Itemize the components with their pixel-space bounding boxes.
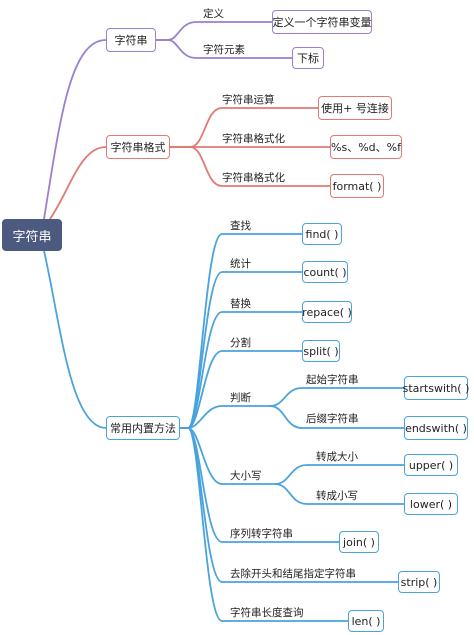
leaf-node[interactable]: lower( ) bbox=[404, 493, 458, 515]
edge-label: 字符串长度查询 bbox=[230, 607, 304, 619]
edge-label: 统计 bbox=[230, 258, 251, 270]
edge-label: 分割 bbox=[230, 337, 251, 349]
link-root-b1 bbox=[43, 39, 107, 220]
edge-label: 序列转字符串 bbox=[230, 528, 293, 540]
edge-label: 转成小写 bbox=[316, 490, 358, 502]
leaf-node[interactable]: 使用+ 号连接 bbox=[318, 96, 392, 120]
leaf-node[interactable]: find( ) bbox=[302, 223, 342, 245]
edge-label: 字符串格式化 bbox=[222, 172, 285, 184]
leaf-node[interactable]: 下标 bbox=[292, 47, 324, 69]
root-node[interactable]: 字符串 bbox=[2, 219, 62, 251]
edge-label: 替换 bbox=[230, 298, 251, 310]
leaf-node[interactable]: upper( ) bbox=[404, 454, 458, 476]
leaf-node[interactable]: len( ) bbox=[348, 610, 384, 632]
edge-label: 大小写 bbox=[230, 470, 262, 482]
leaf-node[interactable]: count( ) bbox=[302, 261, 348, 283]
edge-label: 后缀字符串 bbox=[306, 413, 359, 425]
leaf-node[interactable]: %s、%d、%f bbox=[330, 135, 402, 159]
edge-label: 转成大小 bbox=[316, 451, 358, 463]
leaf-node[interactable]: endswith( ) bbox=[404, 416, 468, 440]
leaf-node[interactable]: 定义一个字符串变量 bbox=[272, 10, 372, 34]
edge-label: 定义 bbox=[203, 8, 224, 20]
leaf-node[interactable]: startswith( ) bbox=[403, 376, 469, 400]
leaf-node[interactable]: repace( ) bbox=[302, 301, 352, 323]
edge-label: 判断 bbox=[230, 392, 251, 404]
edge-label: 字符串格式化 bbox=[222, 133, 285, 145]
link-root-b2 bbox=[49, 146, 107, 220]
edge-label: 字符串运算 bbox=[222, 94, 275, 106]
leaf-node[interactable]: format( ) bbox=[330, 174, 384, 198]
edge-label: 去除开头和结尾指定字符串 bbox=[230, 568, 356, 580]
leaf-node[interactable]: join( ) bbox=[339, 531, 379, 553]
link-root-b3 bbox=[43, 250, 107, 429]
edge-label: 查找 bbox=[230, 220, 251, 232]
branch-node-string[interactable]: 字符串 bbox=[106, 28, 156, 52]
edge-label: 字符元素 bbox=[203, 44, 245, 56]
branch-node-string-format[interactable]: 字符串格式 bbox=[106, 135, 170, 159]
leaf-node[interactable]: strip( ) bbox=[398, 571, 440, 593]
branch-node-builtin-methods[interactable]: 常用内置方法 bbox=[106, 416, 180, 440]
edge-label: 起始字符串 bbox=[306, 374, 359, 386]
leaf-node[interactable]: split( ) bbox=[302, 340, 340, 362]
